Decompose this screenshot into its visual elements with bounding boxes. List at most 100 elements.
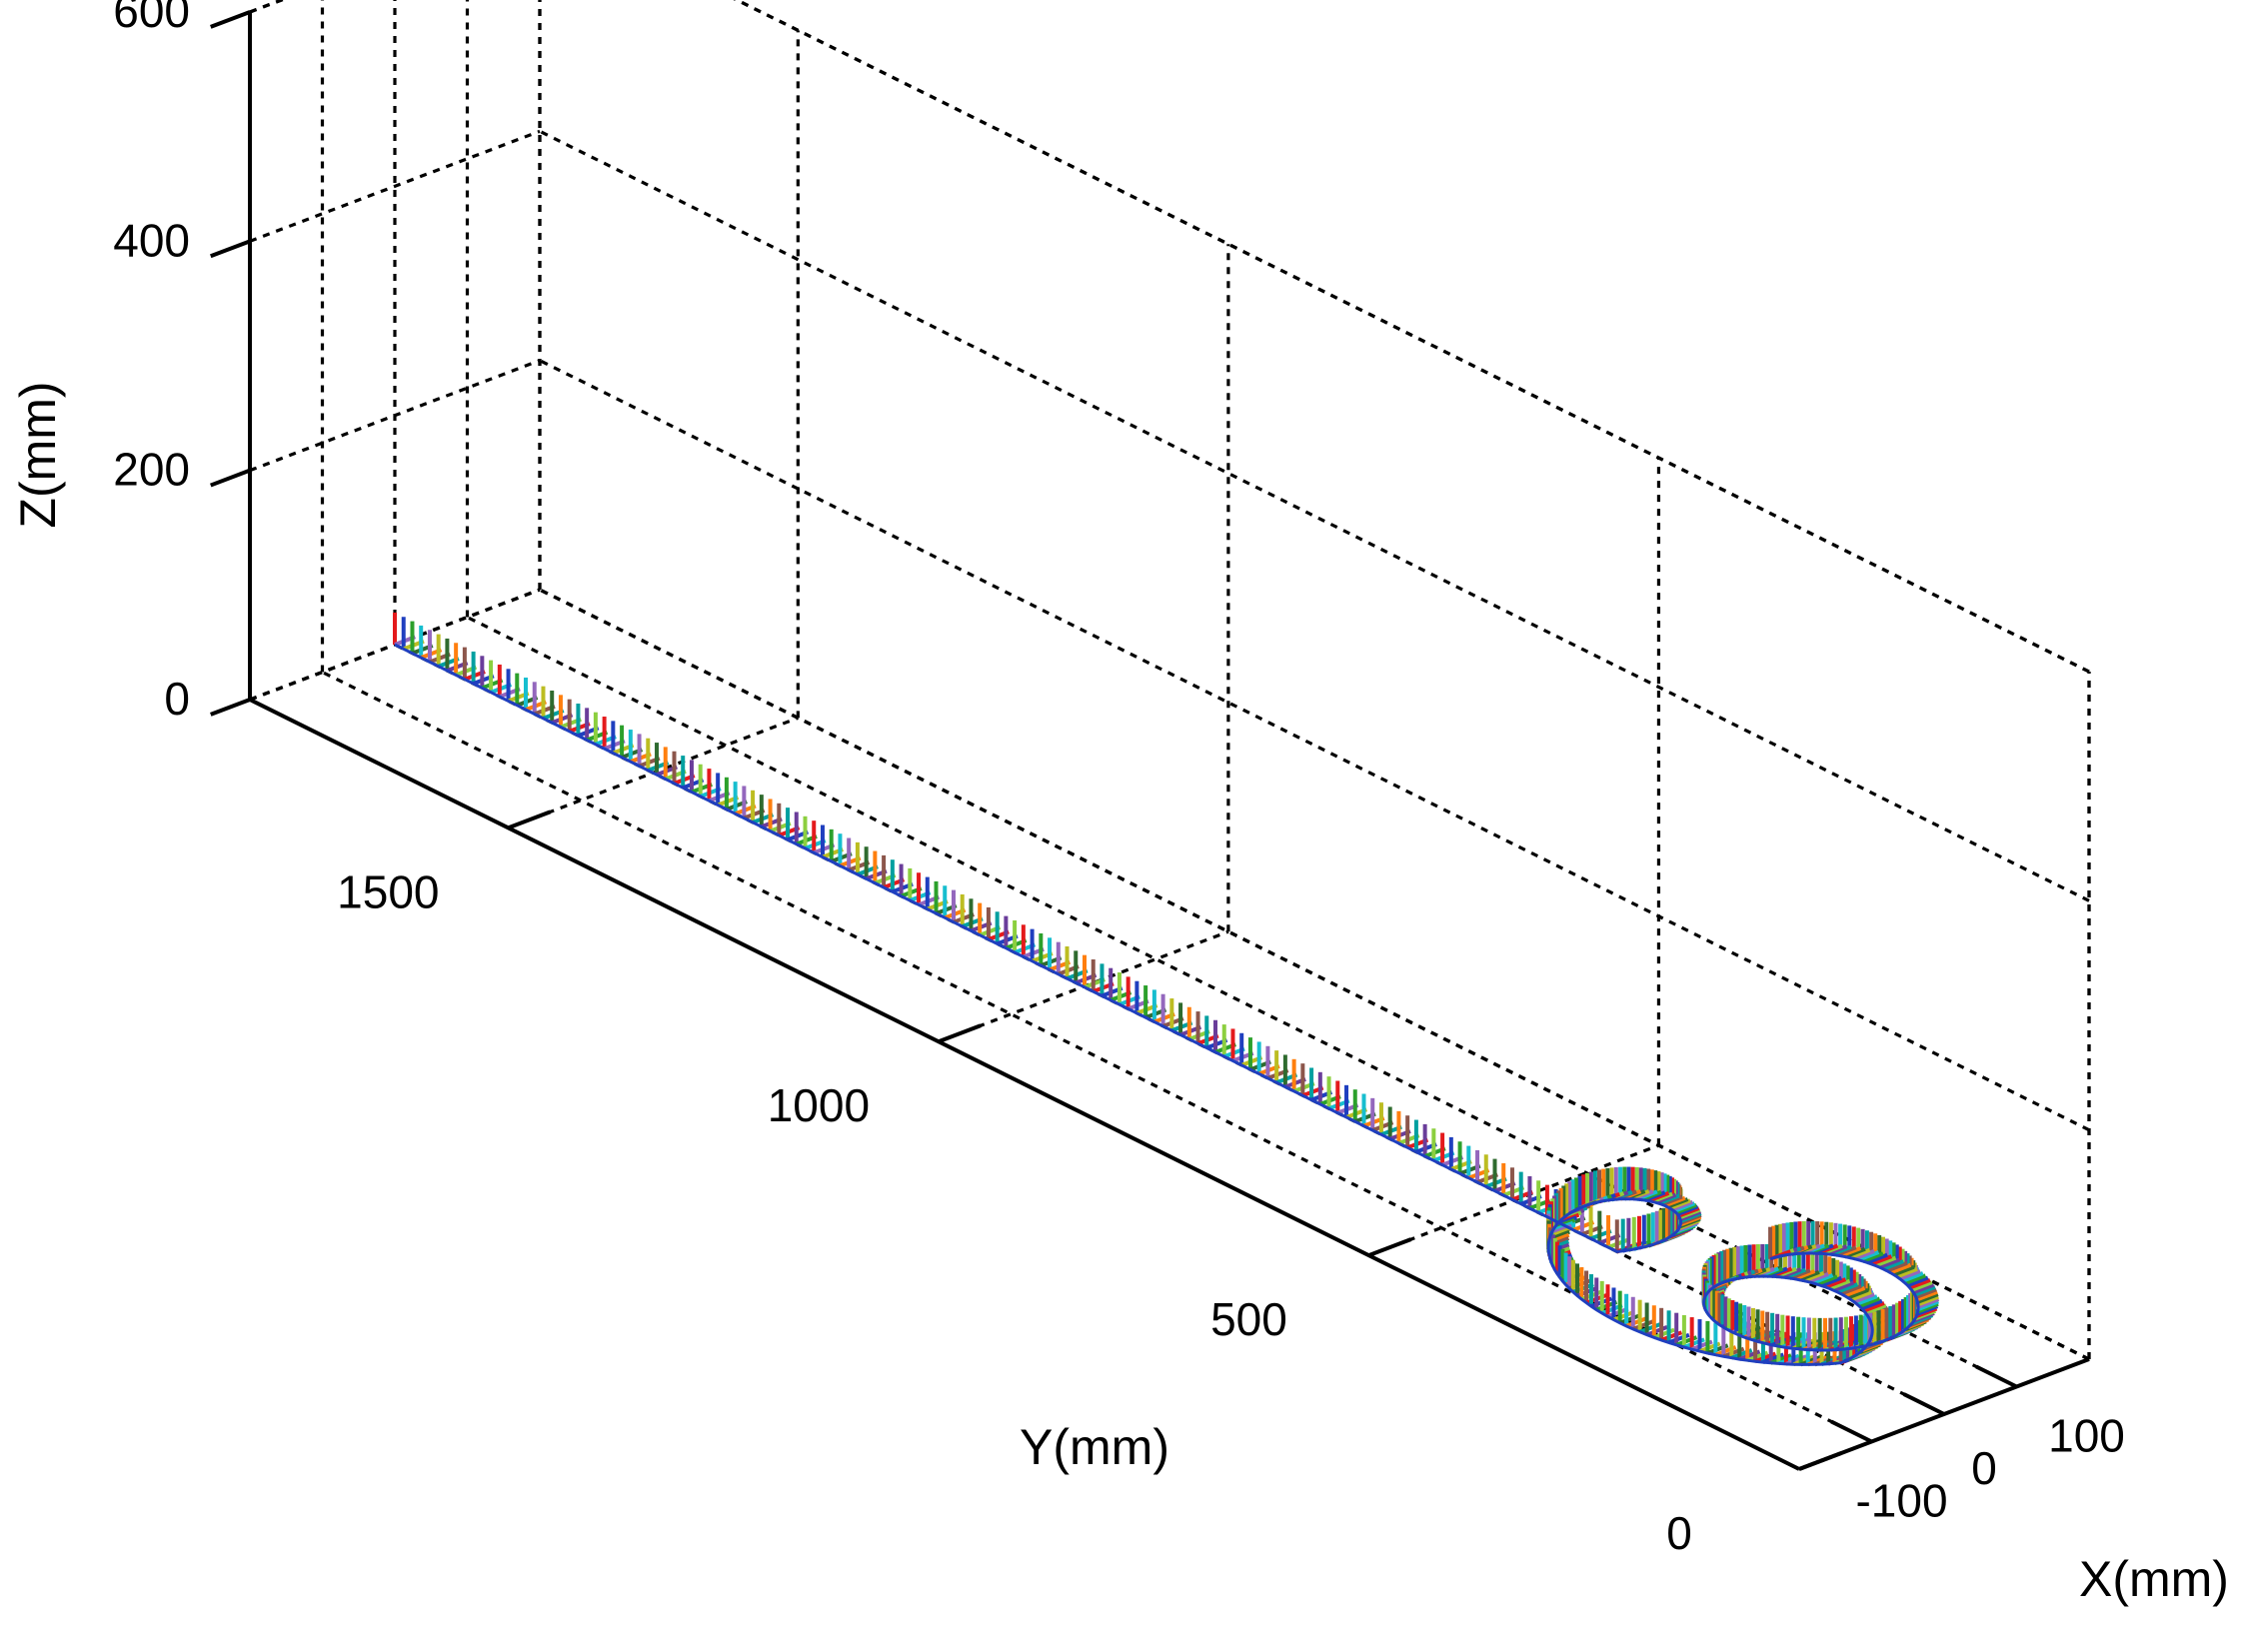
frame-x-axis [1917, 1299, 1940, 1311]
frame-x-axis [1836, 1282, 1859, 1294]
frame-x-axis [1901, 1271, 1924, 1283]
frame-x-axis [1676, 1204, 1699, 1216]
frame-x-axis [1889, 1262, 1912, 1275]
y-axis-line [249, 698, 1800, 1471]
frame-x-axis [1866, 1252, 1888, 1265]
frame-x-axis [1848, 1247, 1871, 1260]
frame-x-axis [1864, 1303, 1887, 1315]
z-tick-label: 400 [113, 214, 190, 266]
frame-x-axis [1824, 1277, 1847, 1289]
frame-x-axis [1788, 1268, 1811, 1280]
frame-x-axis [1832, 1280, 1855, 1292]
back-wall-grid-line [733, 0, 2090, 674]
z-axis-label: Z(mm) [10, 381, 66, 528]
y-tick-label: 0 [1666, 1507, 1692, 1559]
frame-x-axis [1663, 1195, 1686, 1208]
frame-x-axis [1843, 1246, 1866, 1259]
y-tick-mark [1798, 1451, 1842, 1471]
frame-x-axis [1802, 1270, 1825, 1283]
frame-x-axis [1870, 1254, 1893, 1266]
z-tick-mark [210, 698, 251, 717]
frame-x-axis [1815, 1274, 1838, 1286]
frame-x-axis [1618, 1313, 1641, 1325]
y-tick-mark [507, 810, 552, 830]
frame-x-axis [1912, 1282, 1935, 1295]
frame-x-axis [1855, 1294, 1878, 1306]
frame-x-axis [1863, 1301, 1885, 1313]
frame-x-axis [1906, 1275, 1929, 1288]
z-tick-label: 200 [113, 444, 190, 496]
frame-x-axis [1671, 1199, 1694, 1212]
frame-x-axis [1917, 1294, 1939, 1307]
x-tick-mark [1830, 1419, 1873, 1444]
frame-x-axis [1916, 1289, 1938, 1302]
frame-x-axis [1840, 1284, 1862, 1296]
frame-x-axis [1878, 1257, 1901, 1269]
y-tick-label: 1000 [768, 1079, 870, 1131]
back-wall-grid-line [733, 0, 2090, 674]
chart-axes [210, 10, 2090, 1471]
x-axis-label: X(mm) [2079, 1551, 2229, 1607]
z-tick-mark [210, 239, 251, 259]
frame-x-axis [1675, 1202, 1697, 1215]
frame-x-axis [1669, 1198, 1691, 1210]
trajectory-path [394, 643, 1920, 1366]
x-tick-mark [1902, 1392, 1945, 1416]
x-tick-mark [1975, 1364, 2018, 1389]
frame-x-axis [1916, 1292, 1939, 1304]
frame-x-axis [1857, 1250, 1880, 1262]
frame-x-axis [1551, 1220, 1574, 1233]
frame-x-axis [1798, 1269, 1820, 1282]
frame-x-axis [1904, 1273, 1927, 1285]
x-tick-label: 0 [1971, 1442, 1997, 1494]
frame-x-axis [1860, 1298, 1883, 1311]
frame-x-axis [1915, 1287, 1937, 1299]
trajectory-series [393, 612, 1940, 1367]
x-tick-label: 100 [2048, 1410, 2125, 1462]
frame-x-axis [1834, 1245, 1857, 1257]
y-tick-label: 500 [1210, 1293, 1287, 1345]
frame-x-axis [1853, 1248, 1875, 1261]
frame-x-axis [1673, 1201, 1696, 1213]
z-tick-mark [210, 10, 251, 29]
frame-x-axis [1645, 1325, 1668, 1337]
frame-x-axis [1638, 1322, 1661, 1334]
frame-x-axis [1653, 1327, 1675, 1340]
frame-x-axis [1811, 1273, 1834, 1285]
frame-x-axis [1896, 1266, 1918, 1279]
frame-x-axis [1828, 1278, 1851, 1291]
frame-x-axis [1885, 1261, 1908, 1273]
back-wall-grid-line [539, 129, 2090, 902]
frame-x-axis [1632, 1319, 1654, 1331]
z-tick-label: 600 [113, 0, 190, 37]
floor-grid-line [321, 671, 1873, 1443]
z-tick-label: 0 [164, 673, 190, 725]
frame-x-axis [1882, 1259, 1905, 1271]
frame-x-axis [1861, 1251, 1884, 1263]
y-axis-label: Y(mm) [1020, 1419, 1169, 1475]
x-tick-label: -100 [1855, 1475, 1947, 1527]
y-tick-mark [1367, 1237, 1412, 1257]
frame-x-axis [1830, 1244, 1852, 1257]
frame-x-axis [1839, 1246, 1862, 1258]
frame-x-axis [1908, 1277, 1931, 1290]
frame-x-axis [1660, 1194, 1683, 1207]
frame-x-axis [1858, 1296, 1881, 1308]
frame-x-axis [1850, 1289, 1872, 1302]
frame-x-axis [1916, 1301, 1939, 1314]
back-wall-grid-line [539, 359, 2090, 1132]
frame-x-axis [1666, 1197, 1689, 1209]
frame-x-axis [1892, 1264, 1915, 1277]
frame-x-axis [1612, 1310, 1635, 1322]
y-tick-mark [938, 1023, 982, 1044]
side-wall-grid-line [249, 129, 541, 243]
frame-x-axis [1625, 1316, 1648, 1328]
floor-grid-line [466, 616, 2018, 1388]
frame-x-axis [1657, 1193, 1680, 1206]
y-tick-label: 1500 [337, 865, 439, 917]
frame-x-axis [1784, 1267, 1806, 1280]
frame-x-axis [1853, 1292, 1875, 1304]
frame-x-axis [1654, 1192, 1677, 1205]
frame-x-axis [1917, 1297, 1940, 1309]
